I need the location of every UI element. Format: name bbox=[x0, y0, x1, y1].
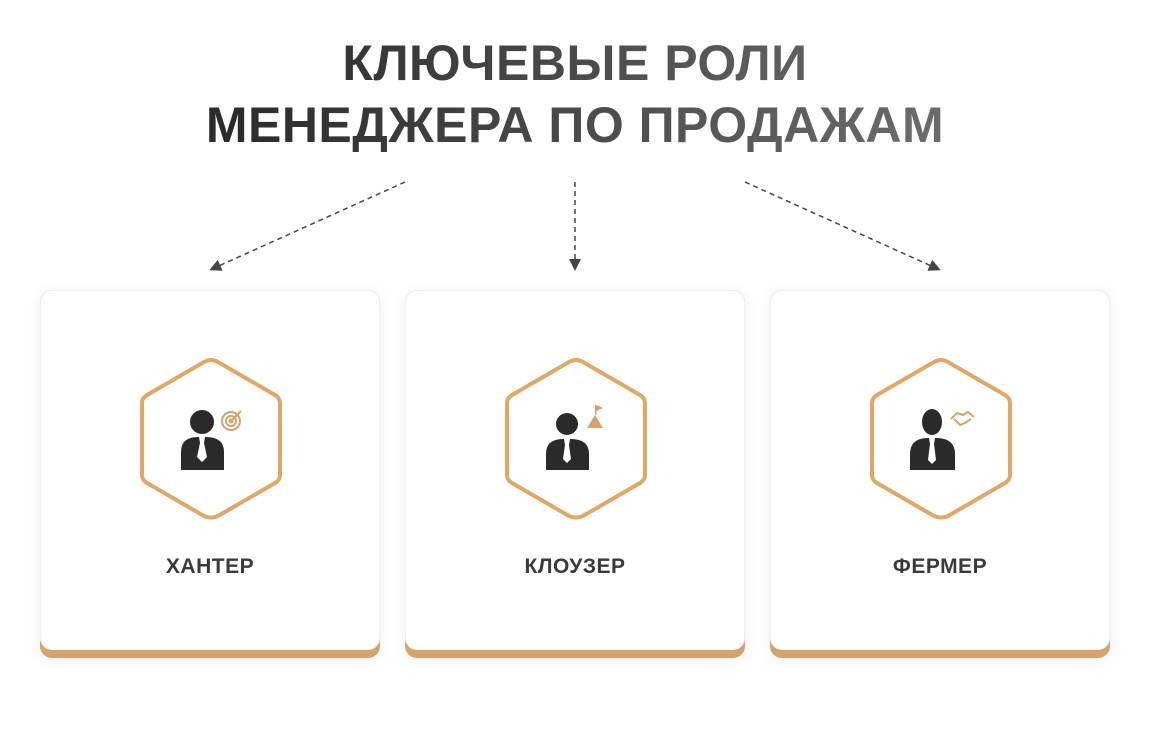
handshake-icon bbox=[950, 411, 975, 426]
businessman-icon bbox=[910, 409, 955, 470]
role-label: КЛОУЗЕР bbox=[524, 555, 626, 578]
arrow-left bbox=[209, 181, 406, 271]
role-label: ХАНТЕР bbox=[165, 555, 255, 578]
role-card-closer: КЛОУЗЕР bbox=[405, 290, 745, 658]
businessman-icon bbox=[181, 410, 224, 470]
hexagon-badge bbox=[870, 357, 1012, 520]
target-icon bbox=[221, 410, 242, 431]
hexagon-badge bbox=[505, 357, 647, 520]
hexagon-badge bbox=[140, 357, 282, 520]
arrow-right bbox=[744, 181, 941, 271]
role-card-hunter: ХАНТЕР bbox=[40, 290, 380, 658]
role-label: ФЕРМЕР bbox=[892, 555, 988, 578]
connector-arrows bbox=[209, 181, 941, 271]
businessman-icon bbox=[546, 413, 589, 470]
mountain-flag-icon bbox=[587, 405, 603, 428]
role-card-farmer: ФЕРМЕР bbox=[770, 290, 1110, 658]
